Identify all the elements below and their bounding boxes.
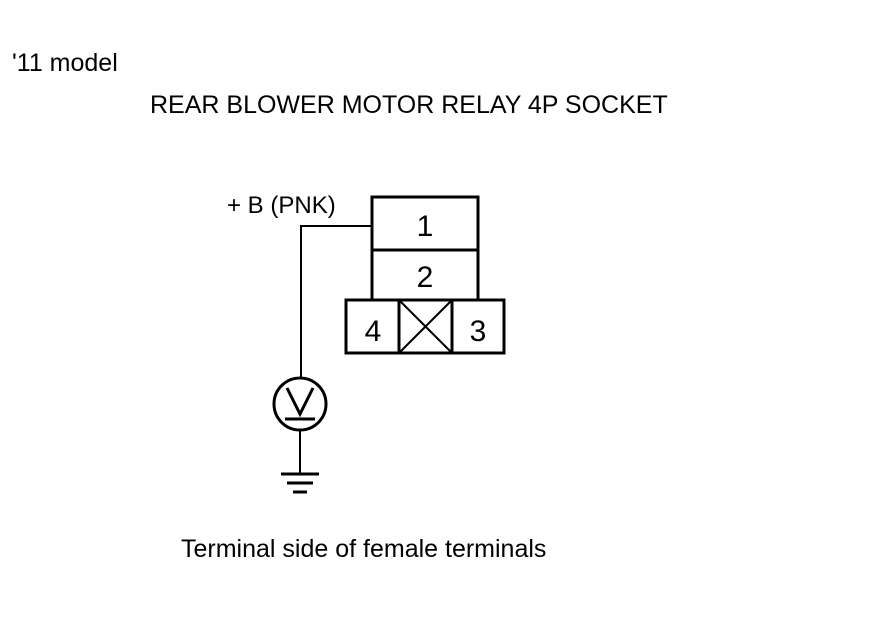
ground-icon <box>281 472 319 494</box>
model-label: '11 model <box>12 49 118 77</box>
blank-cavity-cross <box>398 299 453 354</box>
terminal-3-label: 3 <box>470 315 487 348</box>
probe-wire <box>300 225 372 381</box>
connector-body <box>344 195 506 355</box>
wire-label: + B (PNK) <box>227 192 336 219</box>
terminal-4-label: 4 <box>365 315 382 348</box>
terminal-2-label: 2 <box>417 261 434 294</box>
voltmeter-icon <box>272 376 328 432</box>
terminal-row-bottom <box>344 298 506 355</box>
diagram-title: REAR BLOWER MOTOR RELAY 4P SOCKET <box>150 91 668 119</box>
caption: Terminal side of female terminals <box>181 535 547 563</box>
terminal-1-label: 1 <box>417 210 434 243</box>
